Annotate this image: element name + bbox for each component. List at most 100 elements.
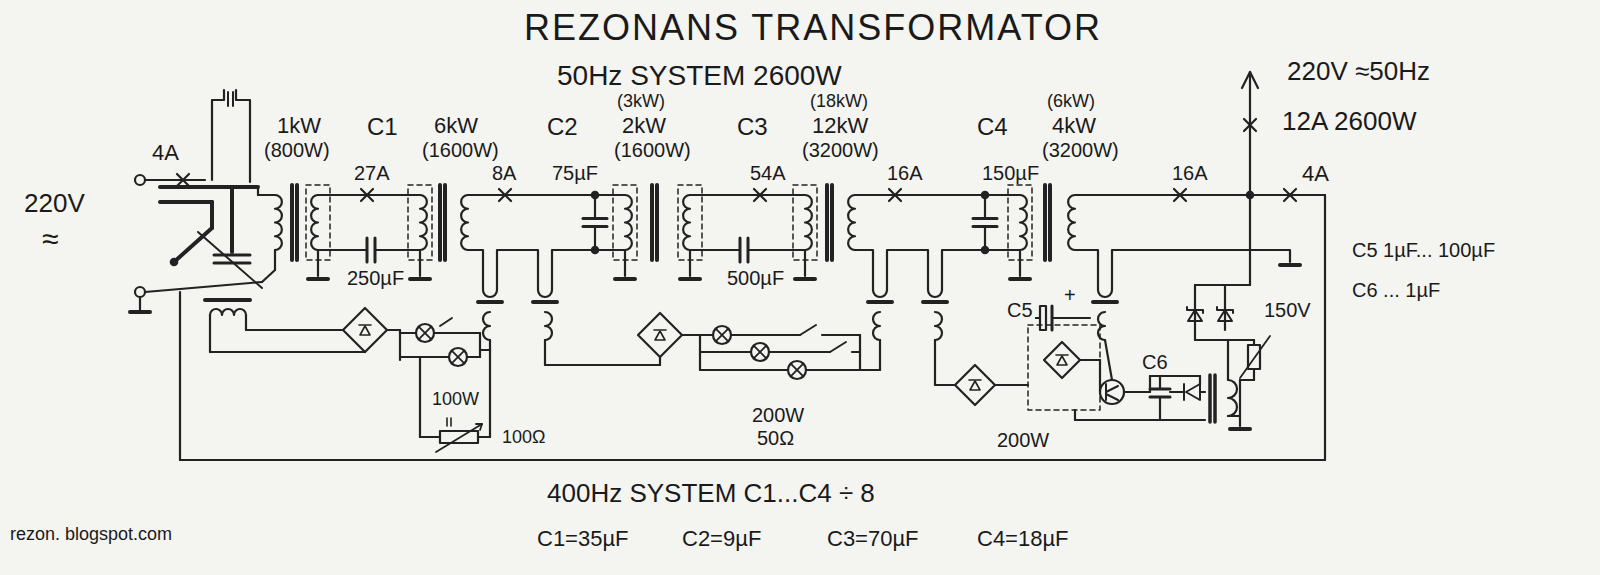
coil-symbol: [873, 312, 880, 340]
wire: [1240, 379, 1254, 381]
circuit-label: 50Hz SYSTEM 2600W: [555, 62, 844, 90]
core-symbol: [443, 185, 447, 260]
wire: [274, 250, 276, 270]
core-symbol: [655, 185, 659, 260]
wire: [1224, 300, 1226, 330]
electrolytic-capacitor: [1040, 306, 1046, 330]
core-symbol: [205, 298, 250, 302]
wire: [806, 369, 860, 371]
wire: [855, 250, 1020, 297]
bridge-rectifier: [955, 365, 995, 405]
circuit-label: 100W: [430, 390, 481, 408]
wire: [467, 356, 480, 358]
wire: [689, 250, 691, 276]
switch-symbol: [440, 318, 452, 326]
wire: [659, 357, 661, 365]
wire: [179, 292, 181, 460]
core-symbol: [438, 185, 442, 260]
wire: [879, 340, 881, 370]
transistor-symbol: [1106, 394, 1118, 400]
circuit-label: (800W): [262, 140, 332, 160]
lamp-symbol: [713, 326, 731, 344]
lamp-symbol: [716, 329, 729, 342]
coil-symbol: [461, 195, 468, 250]
circuit-label: 75µF: [550, 163, 600, 183]
fuse-mark: [361, 189, 373, 201]
wire: [174, 228, 212, 262]
shield-box: [678, 185, 702, 260]
lamp-symbol: [754, 346, 767, 359]
wire: [769, 351, 830, 353]
wire: [1159, 397, 1161, 420]
coil-symbol: [683, 195, 690, 250]
circuit-label: 4A: [150, 142, 181, 164]
circuit-label: 8A: [490, 163, 518, 183]
shield-box: [613, 185, 637, 260]
wire: [1239, 416, 1241, 426]
circuit-label: C2: [545, 115, 580, 139]
wire: [210, 202, 214, 228]
wire: [480, 349, 490, 351]
wire: [748, 249, 805, 251]
wire: [419, 357, 421, 437]
lamp-symbol: [751, 343, 769, 361]
wire: [545, 364, 660, 366]
wire: [450, 418, 452, 426]
capacitor-symbol: [739, 238, 742, 262]
coil-symbol: [1068, 195, 1075, 250]
ground-symbol: [1010, 277, 1030, 281]
junction-dot: [171, 259, 177, 265]
shield-box: [793, 185, 817, 260]
wire: [1075, 419, 1205, 421]
circuit-label: 4kW: [1050, 115, 1098, 137]
circuit-label: 12A 2600W: [1280, 108, 1418, 134]
core-symbol: [1208, 375, 1212, 422]
wire: [1019, 250, 1021, 276]
wire: [375, 249, 420, 251]
wire: [479, 333, 481, 357]
shield-box: [1028, 325, 1100, 410]
circuit-label: 220V: [22, 190, 87, 216]
circuit-label: 100Ω: [500, 428, 548, 446]
wire: [145, 282, 262, 292]
capacitor-symbol: [366, 238, 369, 262]
circuit-label: (3kW): [615, 92, 667, 110]
wire: [468, 194, 625, 196]
wire: [855, 194, 1020, 196]
core-symbol: [1093, 300, 1117, 304]
wire: [227, 92, 229, 106]
fuse-mark: [1174, 189, 1186, 201]
wire: [1324, 195, 1326, 460]
ground-symbol: [1230, 427, 1250, 431]
core-symbol: [478, 300, 502, 304]
terminal: [135, 175, 145, 185]
wire: [1249, 72, 1251, 195]
wire: [1195, 284, 1250, 286]
lamp-symbol: [452, 351, 465, 364]
transistor-symbol: [1100, 380, 1124, 404]
circuit-label: C4: [975, 115, 1010, 139]
circuit-label: 16A: [885, 163, 925, 183]
wire: [700, 351, 751, 353]
coil-symbol: [1098, 312, 1105, 340]
wire: [419, 250, 421, 276]
wire: [180, 459, 1325, 461]
junction-dot: [592, 247, 598, 253]
wire: [434, 332, 480, 334]
wire: [1227, 340, 1229, 380]
coil-symbol: [210, 309, 246, 315]
circuit-label: 200W: [995, 430, 1051, 450]
wire: [1194, 285, 1196, 300]
wire: [1159, 376, 1161, 389]
diode-symbol: [1056, 354, 1068, 356]
circuit-label: (18kW): [808, 92, 870, 110]
wire: [700, 369, 788, 371]
circuit-label: 4A: [1300, 163, 1331, 185]
circuit-label: 220V ≈50Hz: [1285, 58, 1432, 84]
schematic: [130, 72, 1325, 460]
circuit-label: +: [1062, 285, 1078, 305]
wire: [232, 92, 234, 106]
diode-symbol: [1057, 356, 1067, 365]
ground-symbol: [615, 277, 635, 281]
wire: [822, 334, 860, 336]
